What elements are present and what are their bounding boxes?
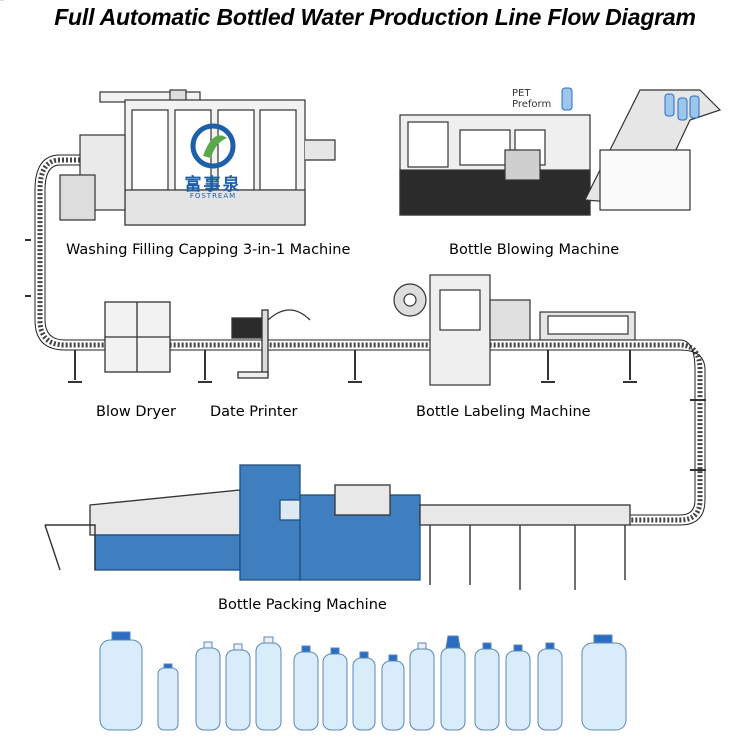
fostream-logo-icon (190, 123, 236, 169)
label-date-printer: Date Printer (210, 404, 298, 420)
label-blowing-machine: Bottle Blowing Machine (449, 242, 620, 258)
pet-label-line1: PET (512, 88, 531, 99)
filling-machine (59, 89, 336, 226)
pet-preforms (561, 87, 700, 121)
labeling-machine (393, 274, 636, 386)
conveyor-belt (37, 157, 703, 523)
bottle-mid-6 (474, 642, 500, 731)
bottle-mid-8 (537, 642, 563, 731)
bottle-mid-1 (293, 645, 319, 731)
bottle-mid-7 (505, 644, 531, 731)
brand-name-cn: 富事泉 (184, 175, 242, 195)
bottle-blue-cap (440, 635, 466, 731)
blowing-machine (399, 89, 722, 216)
bottle-tall-1 (195, 641, 221, 731)
bottle-lineup (99, 631, 627, 731)
blow-dryer (104, 301, 171, 373)
label-filling-machine: Washing Filling Capping 3-in-1 Machine (66, 242, 351, 258)
label-labeling-machine: Bottle Labeling Machine (416, 404, 591, 420)
bottle-large-jug (99, 631, 143, 731)
packing-legs (44, 524, 626, 590)
brand-name-en: FOSTREAM (189, 192, 237, 200)
bottle-tall-2 (225, 643, 251, 731)
bottle-large-jug-2 (581, 634, 627, 731)
bottle-mid-4 (381, 654, 405, 731)
date-printer (231, 309, 311, 379)
label-blow-dryer: Blow Dryer (96, 404, 176, 420)
label-packing-machine: Bottle Packing Machine (218, 597, 387, 613)
bottle-mid-2 (322, 647, 348, 731)
bottle-mid-5 (409, 642, 435, 731)
pet-preform-label: PET Preform (512, 88, 551, 110)
conveyor-legs (25, 239, 706, 471)
bottle-mid-3 (352, 651, 376, 731)
pet-label-line2: Preform (512, 99, 552, 110)
page-title: Full Automatic Bottled Water Production … (54, 4, 696, 30)
bottle-small (157, 663, 179, 731)
bottle-tall-3 (255, 636, 282, 731)
packing-machine (89, 464, 631, 581)
